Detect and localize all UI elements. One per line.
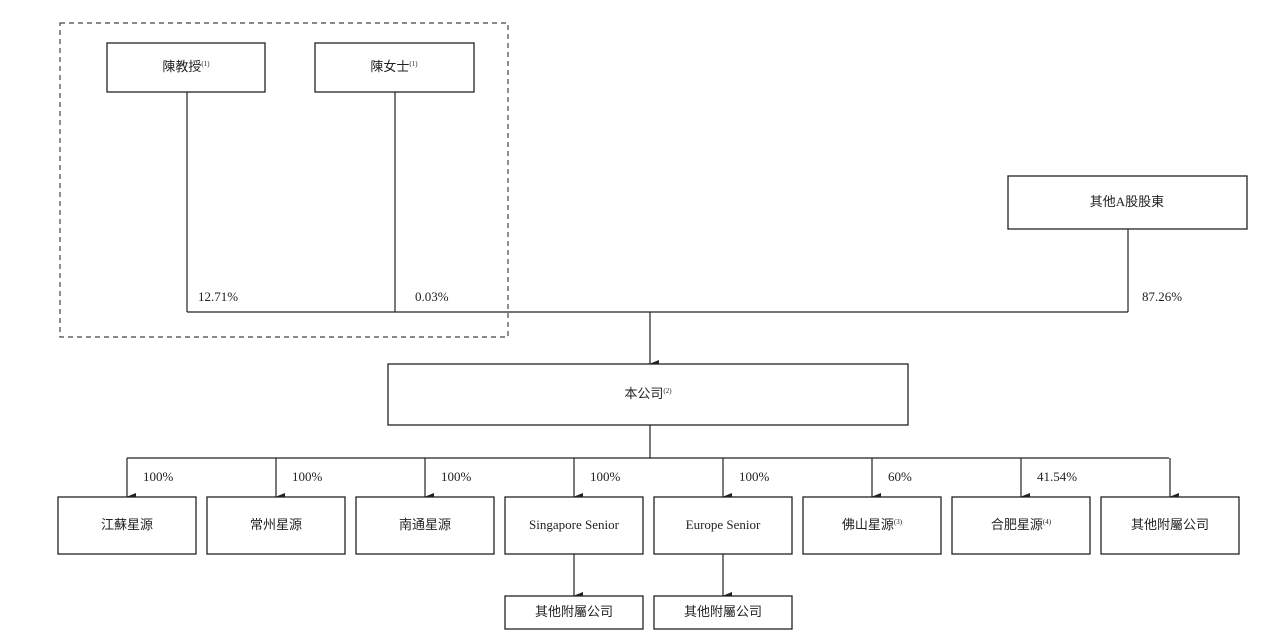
subsidiary-box bbox=[653, 496, 793, 555]
svg-text:其他A股股東: 其他A股股東 bbox=[1090, 194, 1164, 209]
sub-subsidiary-label: 其他附屬公司 bbox=[535, 604, 613, 619]
stake-ms-chen: 0.03% bbox=[415, 289, 449, 304]
subsidiary-stake: 100% bbox=[590, 469, 621, 484]
subsidiary-stake: 100% bbox=[441, 469, 472, 484]
shareholder-professor-chen: 陳教授(1) bbox=[106, 42, 266, 93]
svg-text:陳教授(1): 陳教授(1) bbox=[162, 59, 210, 74]
subsidiary-stake: 41.54% bbox=[1037, 469, 1077, 484]
company-box: 本公司(2) bbox=[387, 363, 909, 426]
subsidiary-label: 其他附屬公司 bbox=[1131, 517, 1209, 532]
subsidiary-6: 合肥星源(4) 41.54% bbox=[951, 458, 1091, 555]
subsidiary-box bbox=[57, 496, 197, 555]
subsidiary-5: 佛山星源(3) 60% bbox=[802, 458, 942, 555]
subsidiary-box bbox=[951, 496, 1091, 555]
stake-professor-chen: 12.71% bbox=[198, 289, 238, 304]
subsidiary-0: 江蘇星源 100% bbox=[57, 458, 197, 555]
subsidiary-stake: 60% bbox=[888, 469, 912, 484]
shareholder-other-a-shares: 其他A股股東 bbox=[1007, 175, 1248, 230]
subsidiary-label: 江蘇星源 bbox=[101, 517, 153, 532]
concert-parties-dashed-group bbox=[59, 22, 509, 338]
svg-text:本公司(2): 本公司(2) bbox=[624, 386, 672, 401]
subsidiary-box bbox=[802, 496, 942, 555]
subsidiary-7: 其他附屬公司 bbox=[1100, 458, 1240, 555]
subsidiary-label: 南通星源 bbox=[399, 517, 451, 532]
stake-other-a-shares: 87.26% bbox=[1142, 289, 1182, 304]
subsidiary-box bbox=[206, 496, 346, 555]
subsidiary-3: Singapore Senior 100% 其他附屬公司 bbox=[504, 458, 644, 630]
subsidiary-2: 南通星源 100% bbox=[355, 458, 495, 555]
shareholder-ms-chen: 陳女士(1) bbox=[314, 42, 475, 93]
subsidiary-stake: 100% bbox=[143, 469, 174, 484]
svg-text:陳女士(1): 陳女士(1) bbox=[370, 59, 418, 74]
subsidiary-label: Singapore Senior bbox=[529, 517, 620, 532]
subsidiary-box bbox=[504, 496, 644, 555]
subsidiary-label: 常州星源 bbox=[250, 517, 302, 532]
sub-subsidiary-label: 其他附屬公司 bbox=[684, 604, 762, 619]
subsidiary-stake: 100% bbox=[739, 469, 770, 484]
subsidiary-label: Europe Senior bbox=[686, 517, 761, 532]
subsidiary-1: 常州星源 100% bbox=[206, 458, 346, 555]
subsidiary-label: 佛山星源(3) bbox=[842, 517, 903, 532]
subsidiary-box bbox=[355, 496, 495, 555]
sub-subsidiary-box bbox=[504, 595, 644, 630]
subsidiary-box bbox=[1100, 496, 1240, 555]
subsidiary-stake: 100% bbox=[292, 469, 323, 484]
subsidiary-4: Europe Senior 100% 其他附屬公司 bbox=[653, 458, 793, 630]
sub-subsidiary-box bbox=[653, 595, 793, 630]
subsidiary-label: 合肥星源(4) bbox=[991, 517, 1052, 532]
